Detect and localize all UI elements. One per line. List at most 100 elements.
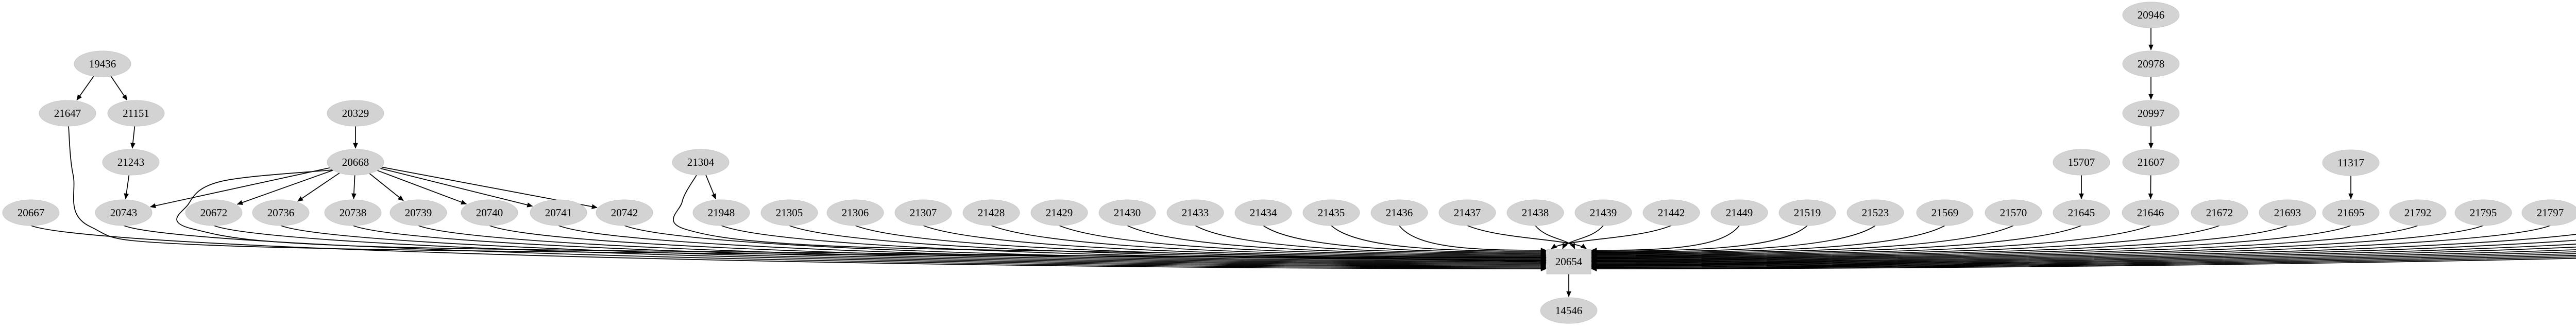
edge-21304-21948	[705, 175, 716, 200]
node-label-21305: 21305	[776, 206, 803, 219]
edge-21948-20654	[721, 225, 1547, 263]
edge-20668-20743	[150, 167, 330, 209]
node-ellipse-shape	[1778, 199, 1836, 226]
node-label-20743: 20743	[110, 206, 138, 219]
edge-21433-20654	[1195, 225, 1547, 256]
edge-21646-20654	[1591, 225, 2151, 258]
edge-21429-20654	[1059, 225, 1547, 258]
node-20946: 20946	[2122, 2, 2180, 28]
edge-21569-20654	[1591, 225, 1945, 255]
edge-20668-20740	[377, 170, 467, 205]
node-ellipse-shape	[1916, 199, 1974, 226]
node-label-21523: 21523	[1862, 206, 1889, 219]
node-ellipse-shape	[389, 199, 447, 226]
edge-21570-20654	[1591, 225, 2014, 256]
node-21435: 21435	[1302, 199, 1360, 226]
node-21439: 21439	[1574, 199, 1632, 226]
node-label-21151: 21151	[123, 107, 149, 119]
node-label-20739: 20739	[405, 206, 432, 219]
node-21519: 21519	[1778, 199, 1836, 226]
edge-21963-20654	[1591, 239, 2576, 265]
node-ellipse-shape	[1506, 199, 1564, 226]
node-ellipse-shape	[672, 149, 730, 176]
node-21430: 21430	[1098, 199, 1156, 226]
node-20654: 20654	[1546, 249, 1591, 274]
edge-20668-20739	[369, 173, 404, 201]
node-label-21948: 21948	[708, 206, 735, 219]
node-ellipse-shape	[2122, 50, 2180, 77]
node-ellipse-shape	[826, 199, 884, 226]
node-21948: 21948	[692, 199, 750, 226]
node-label-21672: 21672	[2206, 206, 2233, 219]
edge-21693-20654	[1591, 225, 2288, 260]
edge-21435-20654	[1331, 225, 1547, 254]
node-20739: 20739	[389, 199, 447, 226]
node-ellipse-shape	[2122, 199, 2179, 226]
edge-21672-20654	[1591, 225, 2220, 259]
node-label-14546: 14546	[1555, 304, 1583, 317]
node-ellipse-shape	[894, 199, 952, 226]
edge-20667-20654	[30, 225, 1547, 271]
node-21304: 21304	[672, 149, 730, 176]
node-label-20672: 20672	[200, 206, 228, 219]
node-label-20654: 20654	[1555, 255, 1583, 268]
node-21792: 21792	[2389, 199, 2447, 226]
node-label-21607: 21607	[2138, 156, 2165, 168]
node-21307: 21307	[894, 199, 952, 226]
node-label-21645: 21645	[2068, 206, 2095, 219]
node-label-21693: 21693	[2274, 206, 2301, 219]
node-20741: 20741	[530, 199, 587, 226]
node-20668: 20668	[327, 149, 384, 176]
node-21646: 21646	[2122, 199, 2179, 226]
node-label-21304: 21304	[687, 156, 715, 168]
edge-21306-20654	[855, 225, 1547, 261]
node-ellipse-shape	[1540, 297, 1598, 324]
node-21449: 21449	[1710, 199, 1768, 226]
node-ellipse-shape	[2521, 199, 2576, 226]
node-label-20741: 20741	[545, 206, 572, 219]
edge-19436-21151	[110, 76, 128, 100]
edge-21439-20654	[1562, 225, 1604, 249]
edge-22104-20654	[1591, 251, 2576, 268]
node-label-21646: 21646	[2137, 206, 2164, 219]
node-ellipse-shape	[95, 199, 152, 226]
edge-20738-20654	[352, 225, 1547, 268]
node-20736: 20736	[252, 199, 310, 226]
node-ellipse-shape	[962, 199, 1020, 226]
edge-22764-20654	[1591, 254, 2576, 270]
node-ellipse-shape	[1370, 199, 1428, 226]
node-ellipse-shape	[2122, 2, 2180, 28]
node-21243: 21243	[102, 149, 160, 176]
edge-21428-20654	[991, 225, 1547, 259]
node-ellipse-shape	[2322, 149, 2380, 176]
node-15707: 15707	[2053, 149, 2110, 176]
node-ellipse-shape	[596, 199, 653, 226]
central-box-shape	[1546, 249, 1591, 274]
node-ellipse-shape	[39, 100, 96, 127]
node-ellipse-shape	[2259, 199, 2316, 226]
node-20672: 20672	[185, 199, 243, 226]
edge-20742-20654	[624, 225, 1547, 264]
node-label-21436: 21436	[1386, 206, 1413, 219]
edge-21695-20654	[1591, 225, 2351, 261]
node-label-19436: 19436	[89, 58, 116, 70]
node-ellipse-shape	[1846, 199, 1904, 226]
edge-20668-20738	[351, 175, 357, 199]
edge-22999-20654	[1591, 257, 2576, 271]
edge-21434-20654	[1263, 225, 1547, 255]
node-ellipse-shape	[1234, 199, 1292, 226]
node-20329: 20329	[327, 100, 384, 127]
edge-21151-21243	[130, 126, 135, 149]
node-label-21442: 21442	[1658, 206, 1685, 219]
node-ellipse-shape	[2122, 149, 2180, 176]
node-ellipse-shape	[530, 199, 587, 226]
node-label-20997: 20997	[2138, 107, 2165, 119]
node-label-20946: 20946	[2138, 9, 2165, 21]
node-21438: 21438	[1506, 199, 1564, 226]
node-label-21647: 21647	[54, 107, 81, 119]
node-21795: 21795	[2454, 199, 2512, 226]
node-21429: 21429	[1030, 199, 1088, 226]
node-ellipse-shape	[1710, 199, 1768, 226]
